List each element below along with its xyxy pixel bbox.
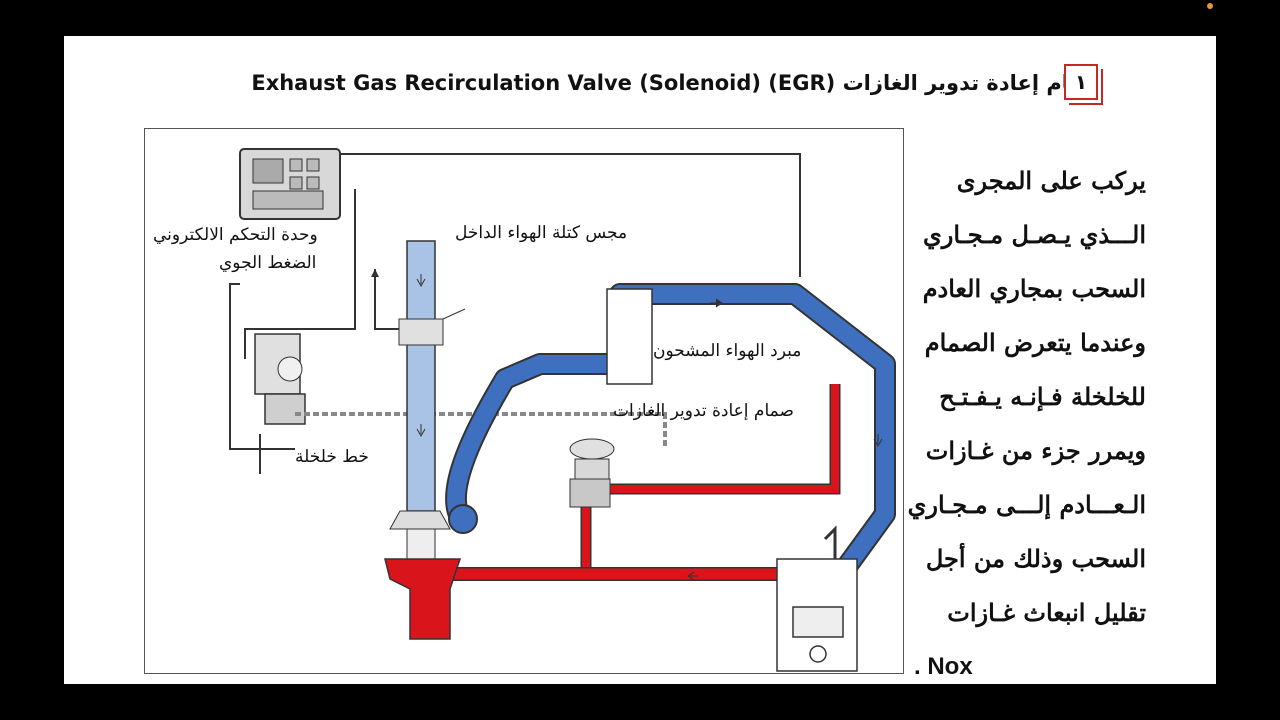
- intake-air-duct: [447, 285, 894, 575]
- label-egr-valve: صمام إعادة تدوير الغازات: [613, 401, 794, 421]
- description-line: تقليل انبعاث غـازات: [947, 598, 1146, 627]
- description-line: ويمرر جزء من غـازات: [925, 436, 1146, 465]
- description-line: الـــذي يـصـل مـجـاري: [923, 220, 1146, 249]
- description-line: السحب وذلك من أجل: [925, 544, 1146, 573]
- vacuum-solenoid: [254, 333, 306, 425]
- description-line: الـعـــادم إلـــى مـجـاري: [907, 490, 1146, 519]
- label-ecu: وحدة التحكم الالكتروني: [153, 225, 318, 245]
- turbine-housing: [384, 558, 462, 640]
- description-line: يركب على المجرى: [956, 166, 1146, 195]
- slide: صمام إعادة تدوير الغازات Exhaust Gas Rec…: [64, 36, 1216, 684]
- pressure-line: [229, 283, 295, 450]
- title-arabic: صمام إعادة تدوير الغازات: [842, 71, 1104, 95]
- exhaust-egr-line: [586, 384, 839, 493]
- ecu-signal-line: [340, 153, 801, 277]
- ecu-unit: [239, 148, 341, 220]
- description-line: . Nox: [914, 653, 973, 680]
- maf-sensor: [398, 318, 444, 346]
- ecu-to-maf-line: [374, 269, 400, 330]
- label-vacuum-line: خط خلخلة: [295, 447, 369, 467]
- ecu-to-solenoid-line: [244, 189, 356, 359]
- label-maf-sensor: مجس كتلة الهواء الداخل: [455, 223, 628, 243]
- description-line: للخلخلة فـإنـه يـفـتـح: [939, 382, 1146, 411]
- description-text: يركب على المجرى الـــذي يـصـل مـجـاري ال…: [907, 154, 1146, 694]
- label-intercooler: مبرد الهواء المشحون: [653, 341, 802, 361]
- diagram-drawing: [229, 148, 896, 672]
- description-line: وعندما يتعرض الصمام: [924, 328, 1146, 357]
- section-number-badge: ١: [1064, 64, 1098, 100]
- intercooler: [606, 288, 653, 385]
- egr-valve-body: [569, 438, 615, 508]
- label-atmospheric-pressure: الضغط الجوي: [219, 253, 317, 273]
- slide-title: صمام إعادة تدوير الغازات Exhaust Gas Rec…: [64, 66, 1104, 100]
- engine-cylinder: [776, 525, 858, 672]
- egr-diagram: وحدة التحكم الالكتروني الضغط الجوي مجس ك…: [144, 128, 904, 674]
- title-english: Exhaust Gas Recirculation Valve (Solenoi…: [251, 71, 836, 95]
- description-line: السحب بمجاري العادم: [922, 274, 1146, 303]
- orange-dot: [1207, 3, 1213, 9]
